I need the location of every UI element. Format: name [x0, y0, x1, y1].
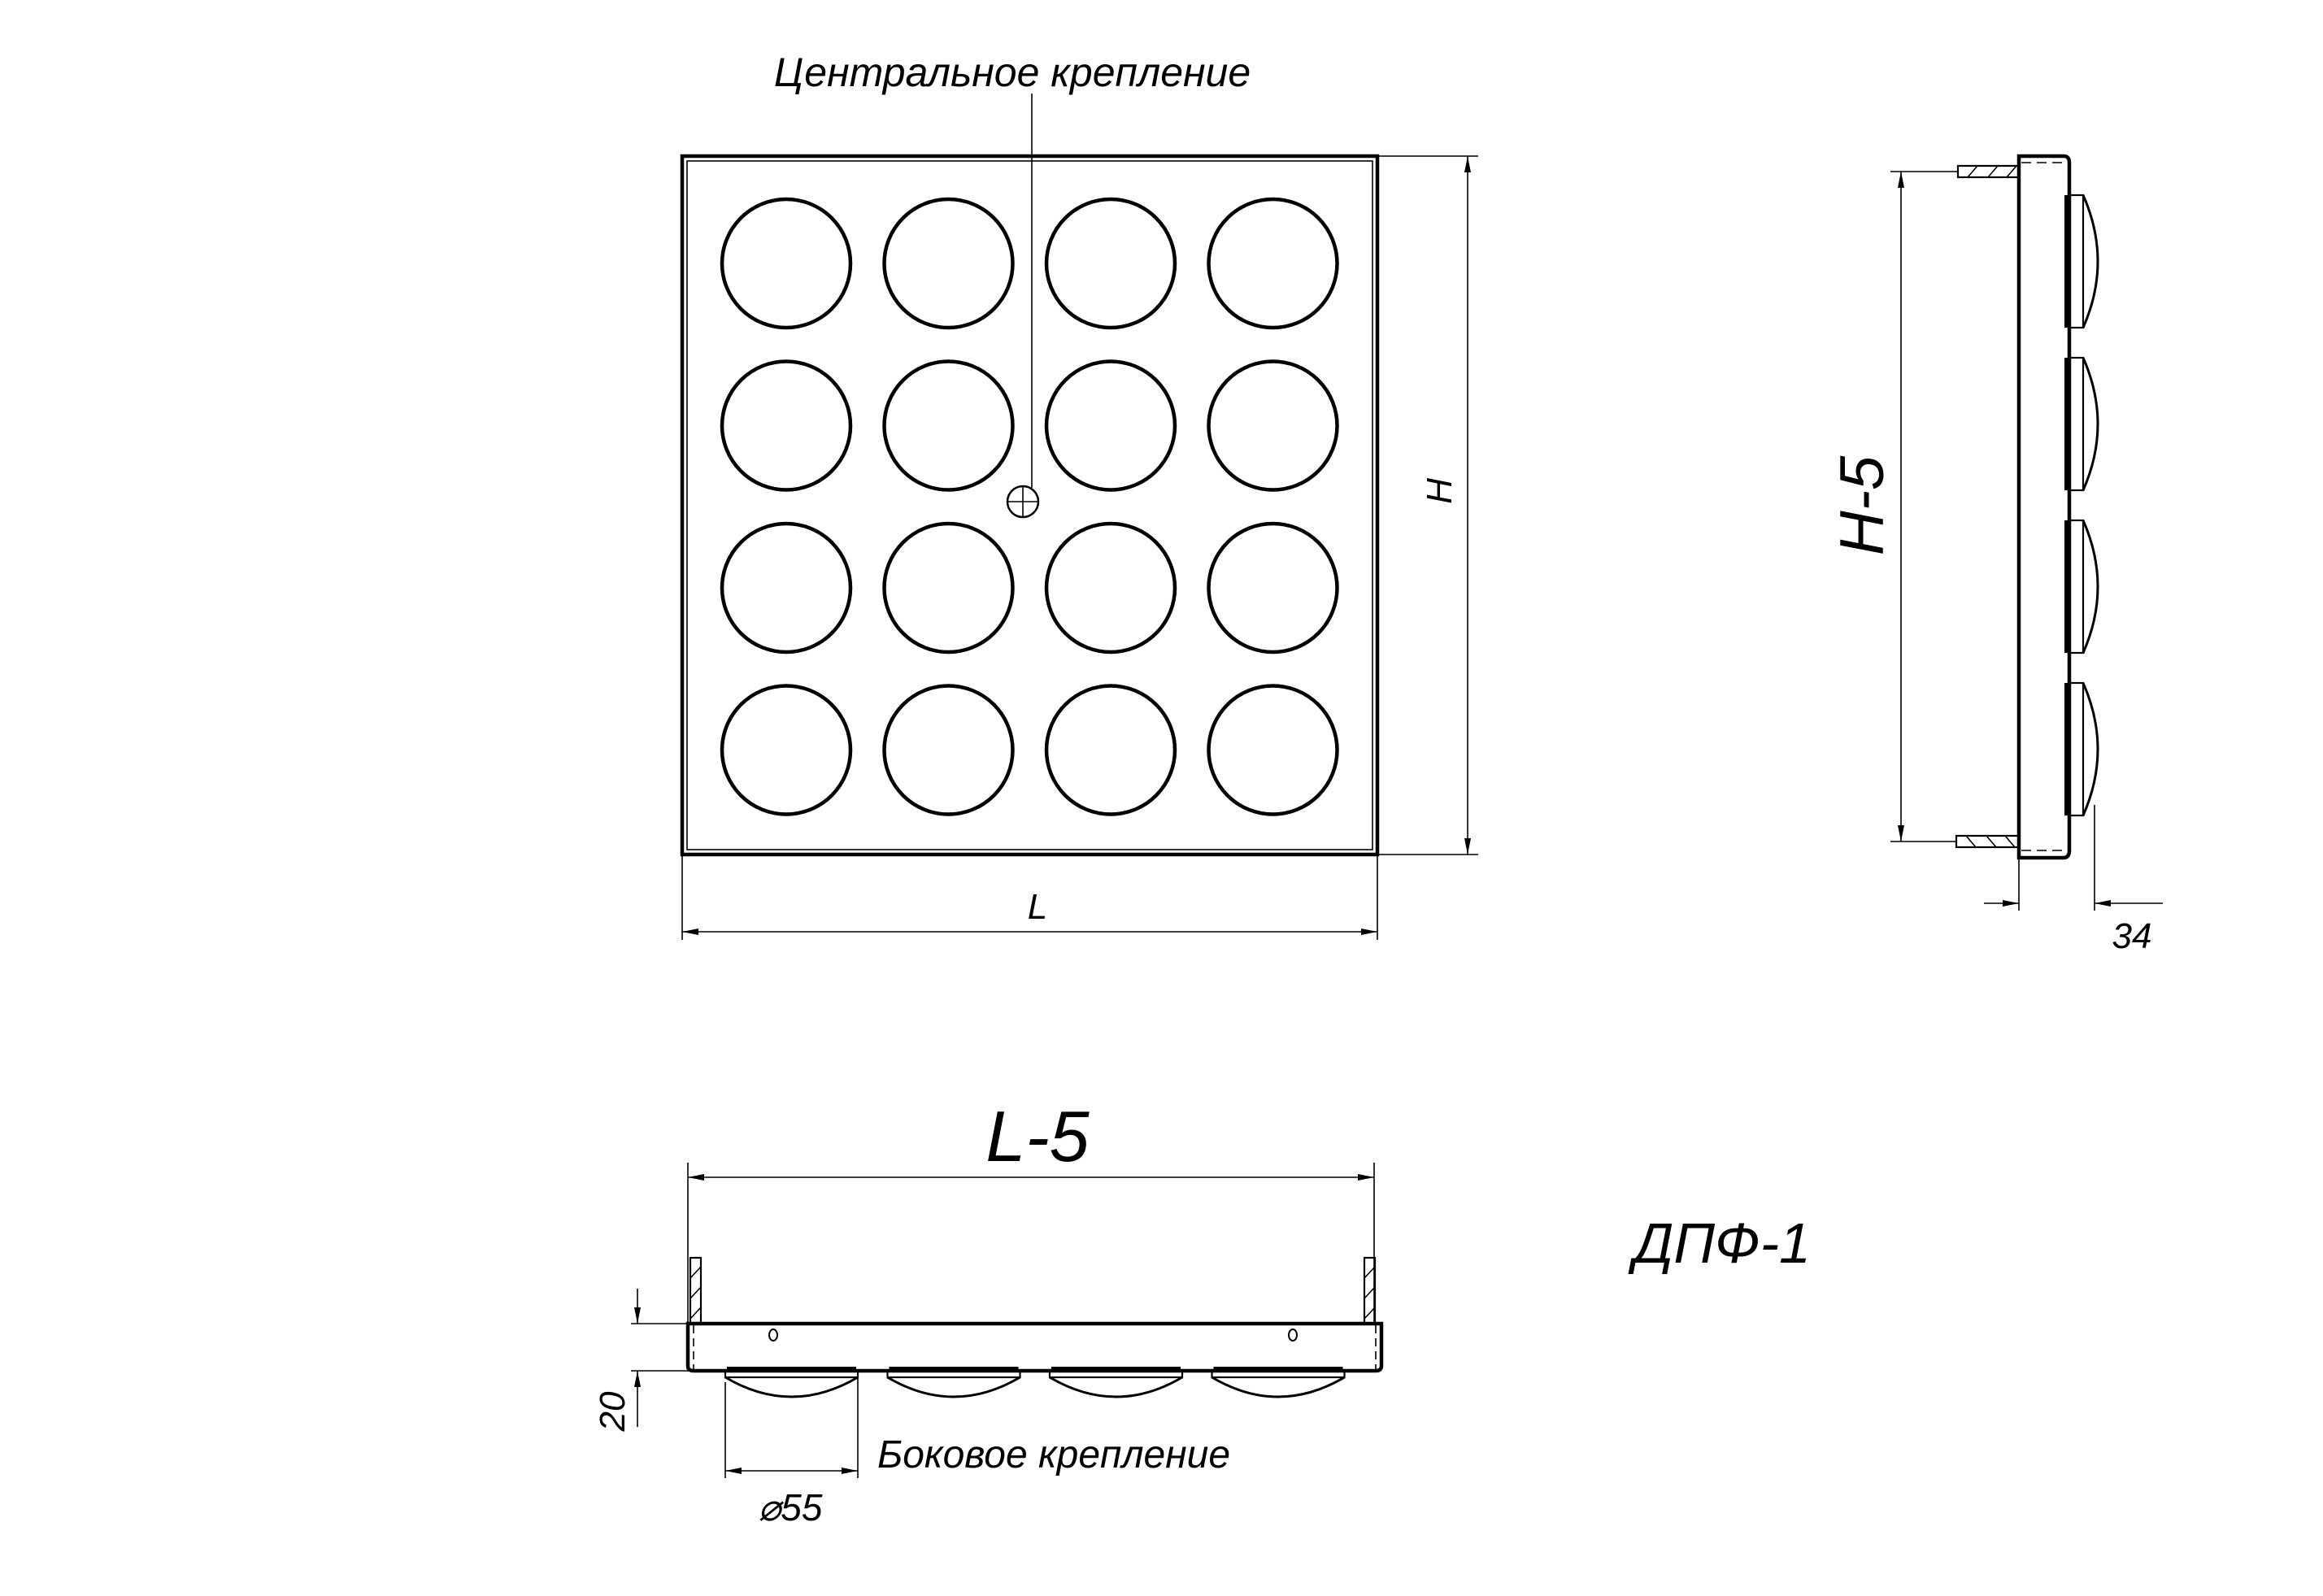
side-mount-hole-right: [1288, 1329, 1298, 1342]
nozzle-circle: [720, 197, 853, 330]
side-lens: [2064, 681, 2099, 817]
nozzle-circle: [720, 521, 853, 654]
nozzle-circle: [1044, 521, 1177, 654]
nozzle-circle: [882, 684, 1015, 816]
bottom-bracket-left: [689, 1256, 703, 1325]
depth-dimension-label: 34: [2112, 916, 2152, 956]
bottom-lens: [724, 1367, 859, 1398]
side-lens: [2064, 519, 2099, 654]
bottom-lens-row: [724, 1367, 1346, 1398]
nozzle-circle: [1044, 197, 1177, 330]
nozzle-circle: [1207, 684, 1339, 816]
thickness-dimension-label: 20: [593, 1391, 633, 1432]
nozzle-circle: [882, 521, 1015, 654]
bottom-bracket-right: [1363, 1256, 1377, 1325]
side-view: H-5 34: [1828, 154, 2163, 956]
center-mount-symbol: [1006, 485, 1040, 519]
bottom-lens: [1048, 1367, 1184, 1398]
bottom-lens: [886, 1367, 1021, 1398]
side-bracket-top: [1956, 164, 2021, 179]
bottom-panel-outline: [685, 1321, 1384, 1373]
nozzle-circle: [1044, 359, 1177, 492]
nozzle-circle: [1207, 197, 1339, 330]
side-panel-outline: [2016, 154, 2072, 860]
side-lens: [2064, 194, 2099, 329]
nozzle-circle: [1207, 359, 1339, 492]
bottom-view: L-5 20 ⌀55 Боковое крепление: [593, 1096, 1384, 1529]
side-lens: [2064, 356, 2099, 492]
front-panel-outline: [680, 154, 1380, 857]
center-mount-label: Центральное крепление: [774, 50, 1251, 95]
l-dimension-label: L: [1028, 887, 1047, 927]
nozzle-circle: [882, 197, 1015, 330]
nozzle-circle: [720, 359, 853, 492]
nozzle-grid: [720, 197, 1339, 816]
product-code-label: ДПФ-1: [1628, 1211, 1811, 1275]
side-bracket-bottom: [1955, 834, 2021, 849]
side-lens-row: [2064, 194, 2099, 817]
side-mount-label: Боковое крепление: [877, 1433, 1230, 1476]
front-view: Центральное крепление H L: [680, 50, 1478, 940]
nozzle-circle: [720, 684, 853, 816]
l5-dimension-label: L-5: [985, 1096, 1090, 1176]
side-mount-hole-left: [768, 1329, 778, 1342]
h-dimension-label: H: [1420, 478, 1459, 504]
nozzle-circle: [1207, 521, 1339, 654]
nozzle-circle: [882, 359, 1015, 492]
h5-dimension-label: H-5: [1828, 455, 1897, 555]
nozzle-circle: [1044, 684, 1177, 816]
diameter-dimension-label: ⌀55: [759, 1486, 823, 1529]
bottom-lens: [1211, 1367, 1346, 1398]
front-panel-inner-edge: [686, 160, 1373, 850]
